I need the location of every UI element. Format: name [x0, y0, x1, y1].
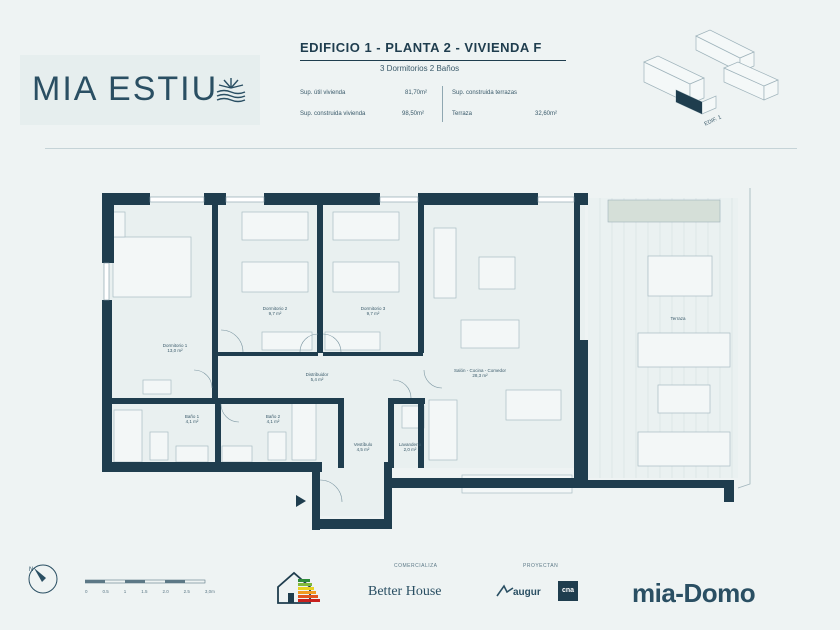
augur-logo-icon: [496, 584, 514, 597]
room-name: Distribuidor: [305, 372, 329, 377]
room-name: Dormitorio 2: [262, 306, 288, 311]
room-salon-cocina-comedor: Salón - Cocina - Comedor 28,3 m²: [440, 368, 520, 378]
logo-panel: [20, 55, 260, 125]
spec-util-value: 81,70m²: [405, 90, 428, 96]
better-house-logo: Better House: [368, 584, 442, 599]
augur-logo: augur: [513, 587, 541, 598]
floor-plan: [102, 188, 751, 530]
spec-terraza-label: Terraza: [452, 111, 473, 117]
room-name: Salón - Cocina - Comedor: [453, 368, 507, 373]
room-area: 9,7 m²: [268, 311, 282, 316]
scale-ticks: 0 0.5 1 1.5 2.0 2.5 3,0m: [85, 589, 215, 594]
scale-tick: 1.5: [141, 589, 148, 594]
room-area: 13,0 m²: [167, 348, 183, 353]
room-name: Terraza: [670, 316, 686, 321]
room-name: Dormitorio 1: [162, 343, 188, 348]
unit-subtitle: 3 Dormitorios 2 Baños: [380, 64, 460, 73]
scale-tick: 0.5: [102, 589, 109, 594]
scale-bar: [85, 579, 206, 584]
brand-logo-text: MIA ESTIU: [32, 70, 219, 108]
room-lavanderia: Lavandería 2,0 m²: [392, 442, 428, 452]
room-bano1: Baño 1 4,1 m²: [172, 414, 212, 424]
room-dormitorio2: Dormitorio 2 9,7 m²: [240, 306, 310, 316]
spec-terraza-value: 32,60m²: [535, 111, 558, 117]
svg-text:N: N: [29, 567, 33, 573]
room-distribuidor: Distribuidor 5,4 m²: [282, 372, 352, 382]
room-dormitorio1: Dormitorio 1 13,0 m²: [140, 343, 210, 353]
energy-rating-house-icon: [277, 571, 320, 604]
title-underline: [300, 60, 566, 61]
scale-tick: 2.0: [162, 589, 169, 594]
room-name: Vestíbulo: [353, 442, 373, 447]
comercializa-label: COMERCIALIZA: [394, 563, 438, 569]
cna-logo: cna: [558, 581, 578, 601]
room-area: 2,0 m²: [403, 447, 417, 452]
scale-tick: 3,0m: [204, 589, 215, 594]
spec-construida-value: 98,50m²: [402, 111, 425, 117]
room-dormitorio3: Dormitorio 3 9,7 m²: [338, 306, 408, 316]
spec-util-label: Sup. útil vivienda: [300, 90, 346, 96]
header-divider: [45, 148, 797, 149]
room-name: Baño 2: [265, 414, 281, 419]
room-name: Dormitorio 3: [360, 306, 386, 311]
sun-wave-logo-icon: [216, 78, 246, 103]
scale-tick: 0: [85, 589, 88, 594]
room-area: 9,7 m²: [366, 311, 380, 316]
spec-terrazas-label: Sup. construida terrazas: [452, 90, 518, 96]
mia-domo-logo: mia-Domo: [632, 578, 756, 608]
room-area: 5,4 m²: [310, 377, 324, 382]
entrance-arrow-icon: [296, 495, 306, 507]
compass-icon: N: [28, 564, 58, 594]
room-vestibulo: Vestíbulo 4,5 m²: [343, 442, 383, 452]
room-name: Baño 1: [184, 414, 200, 419]
proyectan-label: PROYECTAN: [523, 563, 559, 569]
spec-construida-label: Sup. construida vivienda: [300, 111, 366, 117]
room-area: 4,5 m²: [356, 447, 370, 452]
room-terraza: Terraza: [658, 316, 698, 321]
spec-divider: [442, 86, 443, 122]
room-bano2: Baño 2 4,1 m²: [253, 414, 293, 424]
room-area: 4,1 m²: [266, 419, 280, 424]
unit-title: EDIFICIO 1 - PLANTA 2 - VIVIENDA F: [300, 40, 542, 55]
building-key-diagram: [643, 29, 779, 115]
room-area: 28,3 m²: [472, 373, 488, 378]
scale-tick: 1: [123, 589, 127, 594]
room-area: 4,1 m²: [185, 419, 199, 424]
room-name: Lavandería: [398, 442, 422, 447]
scale-tick: 2.5: [183, 589, 190, 594]
